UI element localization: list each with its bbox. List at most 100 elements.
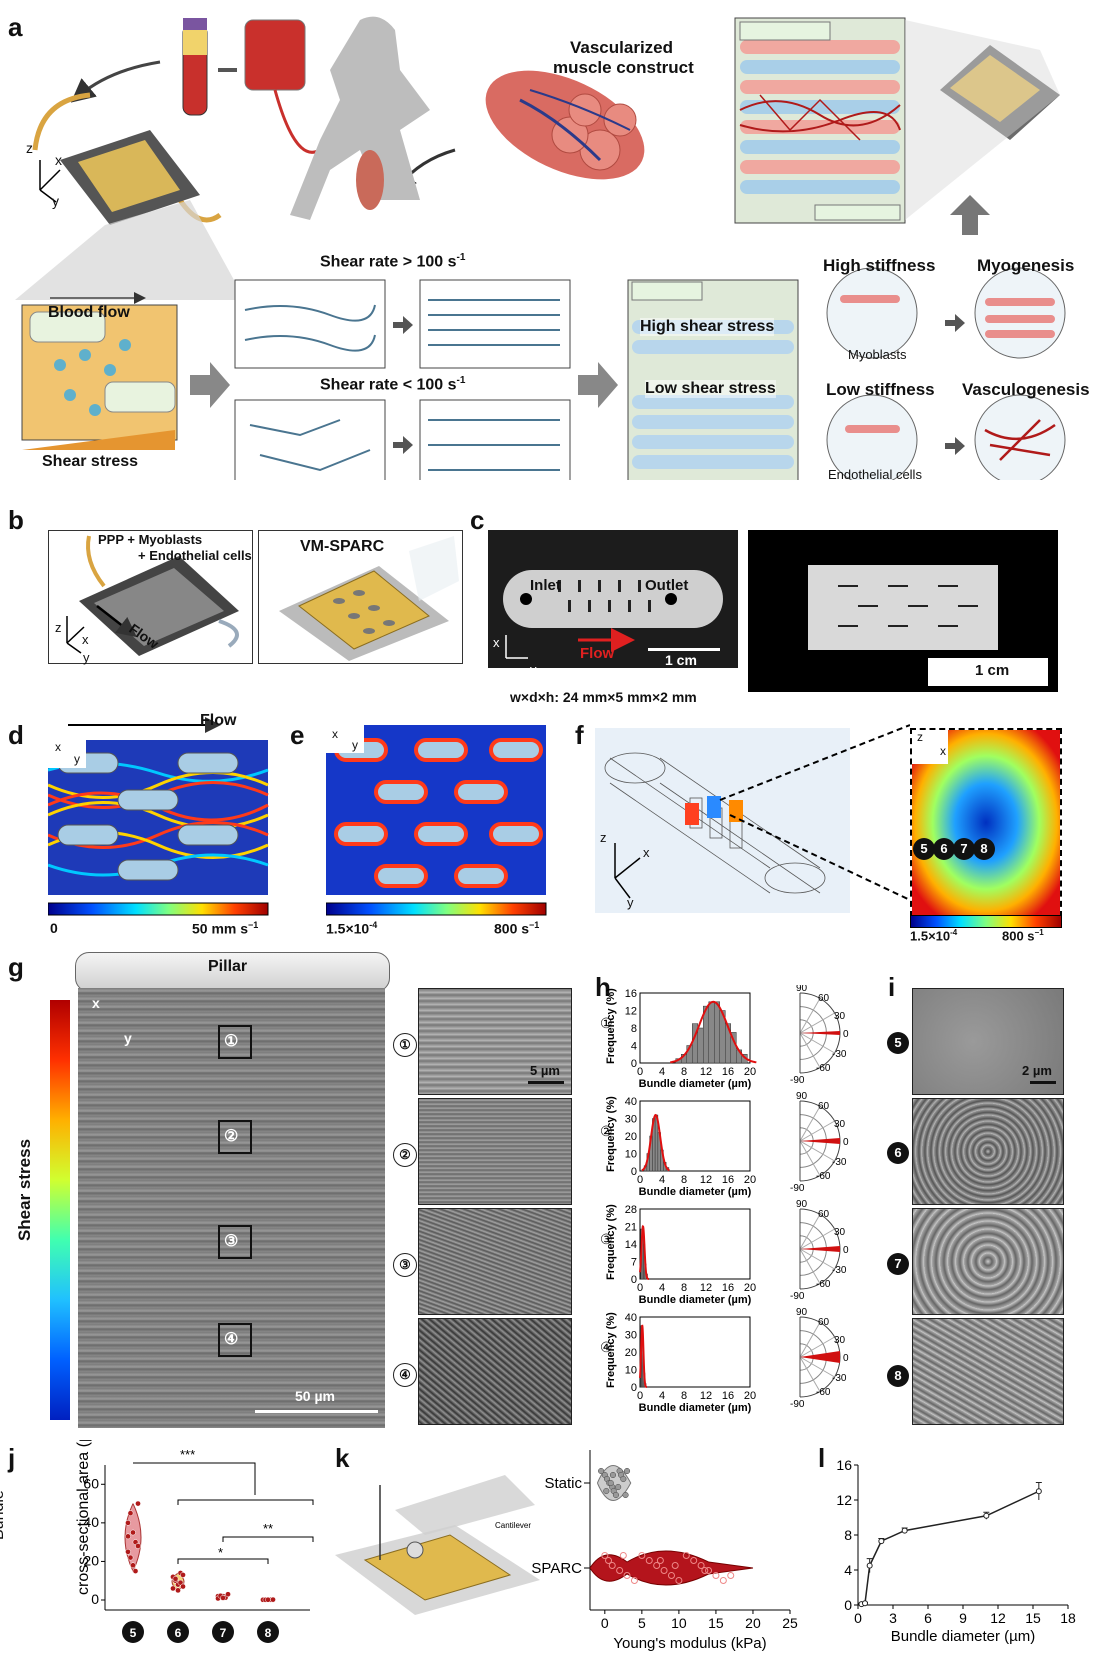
h-polar-spoke	[799, 1356, 821, 1392]
ppp-label: PPP + Myoblasts	[98, 532, 203, 547]
j-group-label: 8	[265, 1626, 272, 1640]
k-sparc-point	[682, 1552, 690, 1559]
e-min-label: 1.5×10-4	[326, 920, 378, 937]
g-shear-label: Shear stress	[15, 1138, 35, 1242]
b-box-1	[48, 530, 253, 664]
h-ytick: 10	[625, 1365, 637, 1377]
c-scale-1: 1 cm	[665, 652, 697, 668]
panel-label-j: j	[8, 1443, 16, 1473]
h-plot-frame	[639, 1316, 751, 1388]
h-ytick: 14	[625, 1239, 637, 1251]
l-xtick: 6	[924, 1610, 932, 1626]
h-fit-curve	[639, 1324, 648, 1388]
h-ylabel: Frequency (%)	[605, 1312, 617, 1388]
pillar-label: Pillar	[208, 958, 248, 975]
j-point	[225, 1591, 231, 1598]
h-ytick: 40	[625, 1312, 637, 1324]
h-row-id: ③	[600, 1231, 613, 1247]
h-polar-label: 90	[796, 1199, 808, 1210]
h-xtick: 12	[700, 1282, 712, 1294]
h-xtick: 4	[659, 1282, 665, 1294]
endothelial-circle	[826, 394, 918, 480]
j-sig-line	[133, 1462, 256, 1495]
l-ytick: 8	[844, 1527, 852, 1543]
l-ytick: 0	[844, 1597, 852, 1613]
k-sparc-point	[705, 1567, 713, 1574]
h-ytick: 21	[625, 1222, 637, 1234]
blood-bag	[244, 19, 306, 91]
h-polar-spoke	[799, 1032, 821, 1068]
b-box-2	[258, 530, 463, 664]
c-photo-device	[488, 530, 738, 668]
myogenesis-label: Myogenesis	[977, 256, 1075, 275]
l-ytick: 12	[836, 1492, 852, 1508]
h-polar-label: 30	[834, 1011, 846, 1022]
l-point	[862, 1600, 868, 1607]
d-streamline-plot	[48, 717, 269, 916]
pillar	[75, 952, 390, 992]
j-point	[180, 1583, 186, 1590]
g-sem-3	[418, 1208, 572, 1315]
h-polar-spoke	[799, 1214, 821, 1250]
j-point	[130, 1529, 136, 1536]
k-static-label: Static	[544, 1475, 582, 1492]
h-ytick: 10	[625, 1149, 637, 1161]
h-ytick: 40	[625, 1096, 637, 1108]
j-sig: *	[218, 1545, 223, 1560]
f-max-label: 800 s−1	[1002, 928, 1044, 944]
j-ytick: 40	[83, 1514, 99, 1530]
j-sig-line	[177, 1499, 314, 1505]
k-xtick: 25	[782, 1615, 798, 1631]
k-sparc-point	[630, 1577, 638, 1584]
k-afm-illustration: Cantilever	[335, 1475, 540, 1615]
h-polar-label: -90	[790, 1183, 805, 1194]
h-polar-label: 60	[818, 1209, 830, 1220]
h-ytick: 8	[631, 1023, 637, 1035]
h-xtick: 16	[722, 1282, 734, 1294]
h-ytick: 30	[625, 1114, 637, 1126]
j-group-badge	[257, 1621, 279, 1643]
j-point	[170, 1585, 176, 1592]
k-xlabel: Young's modulus (kPa)	[613, 1635, 766, 1652]
h-ytick: 0	[631, 1166, 637, 1178]
j-ytick: 0	[91, 1591, 99, 1607]
k-sparc-point	[671, 1562, 679, 1569]
k-static-point	[609, 1471, 617, 1479]
h-xtick: 4	[659, 1174, 665, 1186]
f-cross-section	[910, 728, 1062, 917]
k-static-point	[615, 1483, 622, 1491]
h-ylabel: Frequency (%)	[605, 1096, 617, 1172]
l-xtick: 12	[990, 1610, 1006, 1626]
h-polar-label: -30	[832, 1157, 847, 1168]
j-point	[220, 1595, 226, 1601]
h-ylabel: Frequency (%)	[605, 1204, 617, 1280]
vascularized-label: Vascularized	[570, 38, 674, 57]
h-polar-spoke	[799, 1140, 835, 1162]
k-sparc-point	[645, 1557, 653, 1564]
h-polar-label: -60	[816, 1279, 831, 1290]
panel-a-illustration	[15, 16, 1066, 480]
g-sem-2	[418, 1098, 572, 1205]
k-xtick: 10	[671, 1615, 687, 1631]
i-sem-5	[912, 988, 1064, 1095]
k-sparc-point	[697, 1562, 705, 1569]
i-scale: 2 µm	[1022, 1063, 1052, 1078]
f-min-label: 1.5×10-4	[910, 928, 958, 944]
f-3d-model	[595, 728, 850, 913]
muscle-construct-label: muscle construct	[553, 58, 694, 77]
h-xlabel: Bundle diameter (µm)	[639, 1294, 752, 1306]
j-point	[265, 1596, 271, 1603]
h-ytick: 20	[625, 1131, 637, 1143]
h-polar-spoke	[799, 1032, 835, 1054]
myoblasts-label: Myoblasts	[848, 347, 907, 362]
h-xtick: 12	[700, 1174, 712, 1186]
h-xtick: 0	[637, 1066, 643, 1078]
k-static-point	[607, 1479, 614, 1487]
j-ylabel-2: cross-sectional area (µm2)	[75, 1440, 93, 1595]
myoblasts-circle	[826, 267, 918, 359]
h-polar-label: -30	[832, 1373, 847, 1384]
g-scale-label: 50 µm	[295, 1388, 335, 1404]
h-ytick: 0	[631, 1058, 637, 1070]
h-plot-frame	[639, 1208, 751, 1280]
